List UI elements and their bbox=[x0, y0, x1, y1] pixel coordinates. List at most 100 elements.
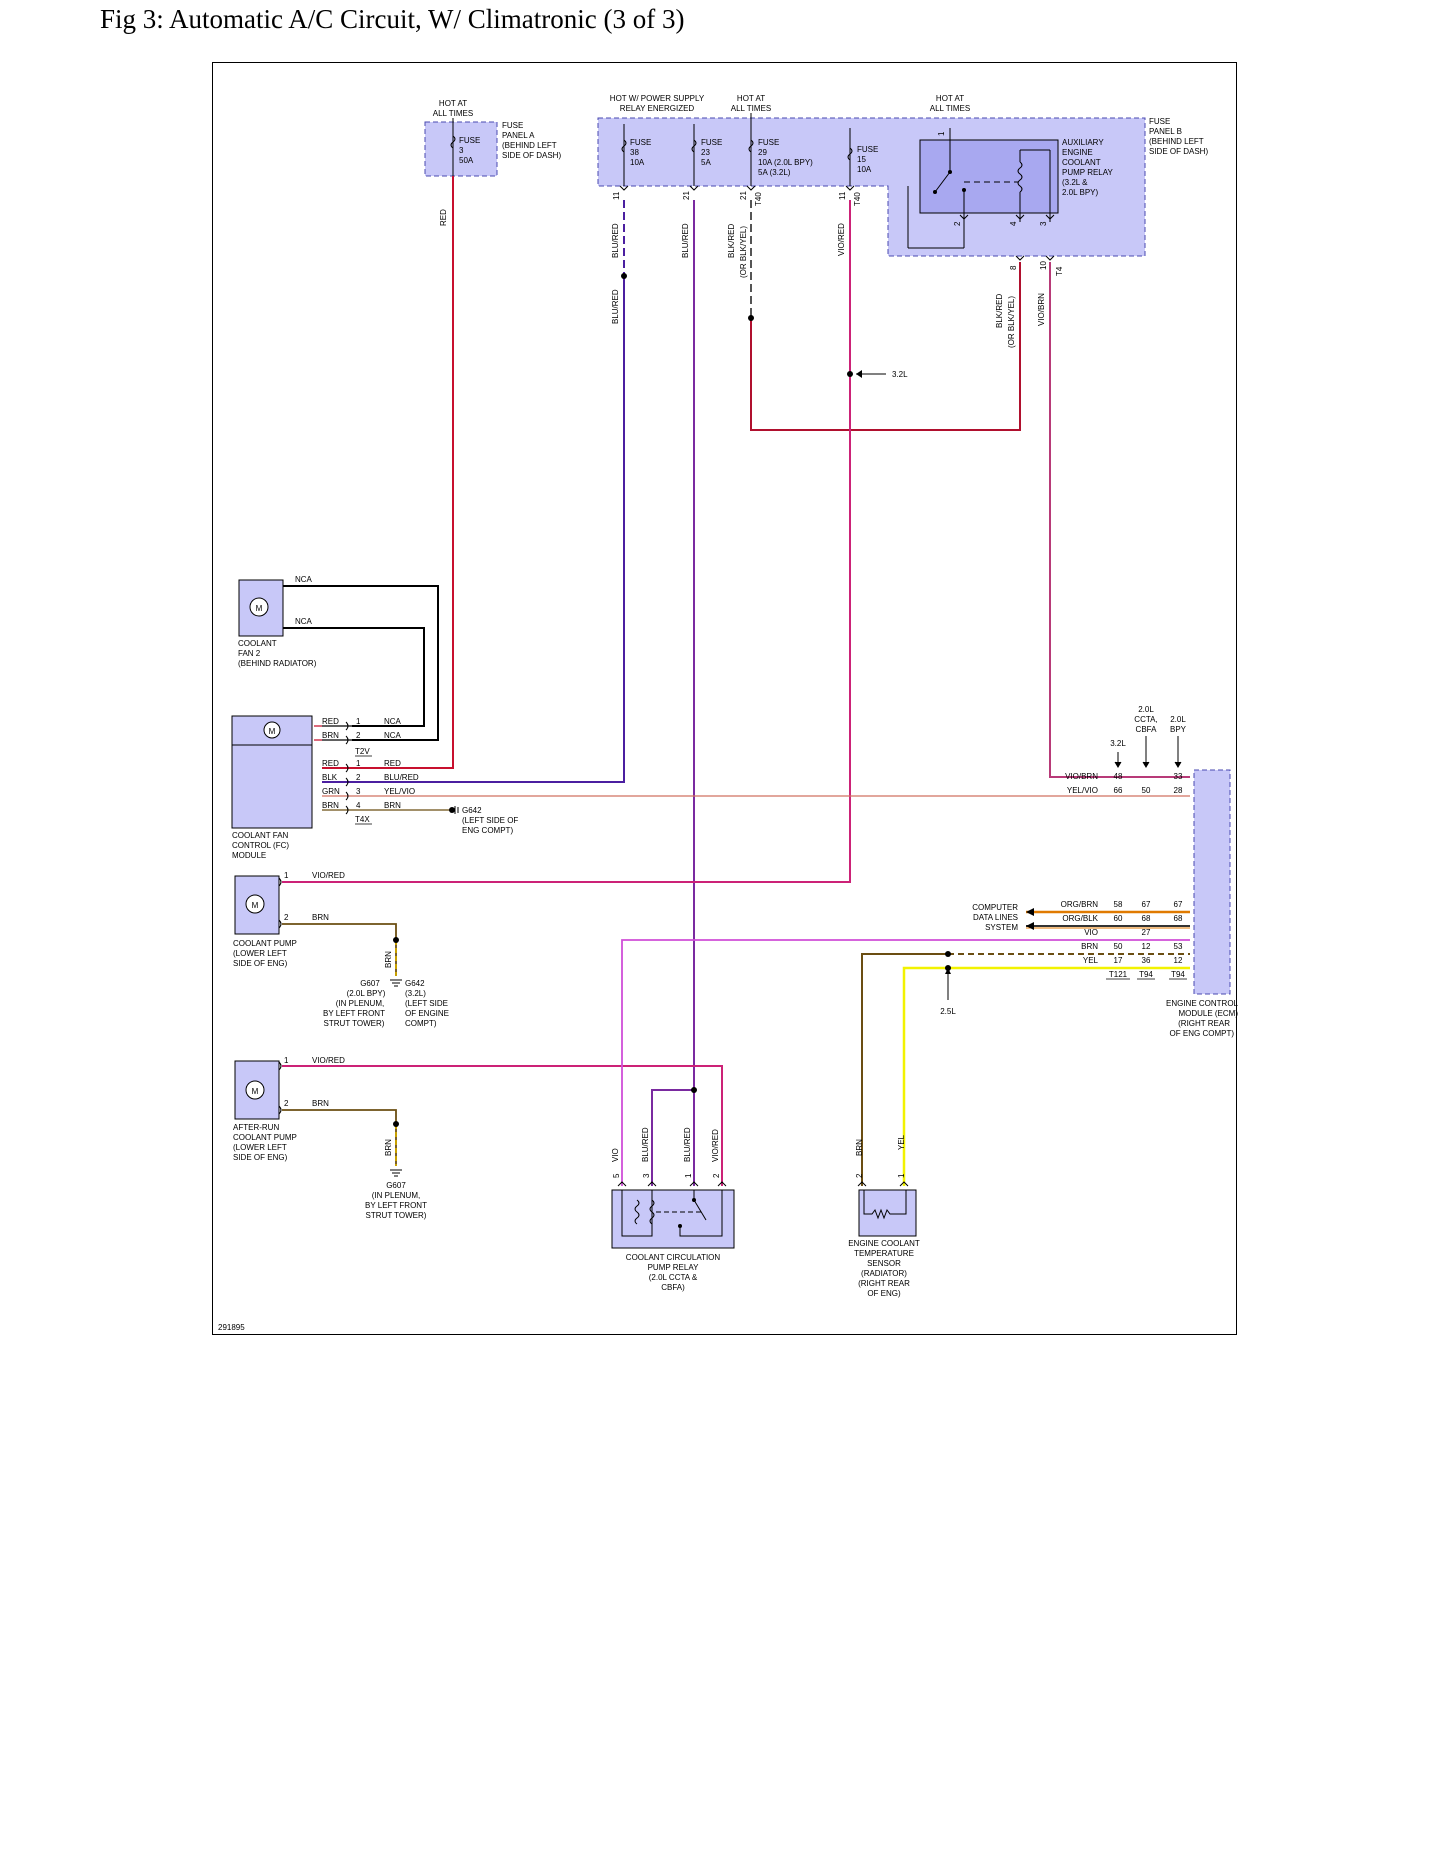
component-label-line: COOLANT PUMP bbox=[233, 1133, 297, 1142]
component-label-line: (LOWER LEFT bbox=[233, 949, 287, 958]
pin-number: 4 bbox=[356, 801, 361, 810]
wire-label: VIO/RED bbox=[837, 223, 846, 256]
ground-label-line: (IN PLENUM, bbox=[336, 999, 384, 1008]
pin-number: 4 bbox=[1009, 221, 1018, 226]
pin-number: 67 bbox=[1174, 900, 1183, 909]
pin-number: 17 bbox=[1114, 956, 1123, 965]
component-label-line: COOLANT FAN bbox=[232, 831, 289, 840]
svg-text:M: M bbox=[252, 901, 259, 910]
panel-label-line: PANEL A bbox=[502, 131, 535, 140]
data-lines-label: DATA LINES bbox=[973, 913, 1018, 922]
wire-label: BLU/RED bbox=[384, 773, 419, 782]
wire-color: BRN bbox=[322, 731, 339, 740]
fuse-label-line: 5A bbox=[701, 158, 711, 167]
wire-label: BLU/RED bbox=[611, 289, 620, 324]
fuse-label-line: 10A (2.0L BPY) bbox=[758, 158, 813, 167]
connector-id: T2V bbox=[355, 747, 370, 756]
wire-label: VIO/BRN bbox=[1037, 293, 1046, 326]
wire-label: VIO/BRN bbox=[1065, 772, 1098, 781]
wire-label: YEL/VIO bbox=[384, 787, 415, 796]
relay-label-line: 2.0L BPY) bbox=[1062, 188, 1099, 197]
pin-number: 5 bbox=[612, 1173, 621, 1178]
wire-color: RED bbox=[322, 717, 339, 726]
ground-label-line: (IN PLENUM, bbox=[372, 1191, 420, 1200]
ground-icon bbox=[390, 979, 402, 987]
hot-label-line: ALL TIMES bbox=[433, 109, 473, 118]
motor-icon bbox=[245, 894, 265, 914]
relay-label-line: COOLANT bbox=[1062, 158, 1101, 167]
relay-label-line: PUMP RELAY bbox=[1062, 168, 1113, 177]
fuse-label-line: 50A bbox=[459, 156, 474, 165]
wire-label: VIO/RED bbox=[312, 1056, 345, 1065]
pin-number: 1 bbox=[284, 1056, 289, 1065]
ground-label-line: G642 bbox=[405, 979, 425, 988]
after-run-coolant-pump: M 1 VIO/RED 2 BRN BRN AFTER-RUN COOLANT … bbox=[233, 1056, 427, 1220]
wire-red bbox=[322, 176, 454, 769]
component-label-line: (BEHIND RADIATOR) bbox=[238, 659, 317, 668]
wire-nca-2 bbox=[283, 627, 425, 727]
pin-number: 1 bbox=[356, 717, 361, 726]
wire-label: BRN bbox=[312, 913, 329, 922]
wire-label: BLU/RED bbox=[683, 1127, 692, 1162]
pin-number: 60 bbox=[1114, 914, 1123, 923]
fuse-label-line: 10A bbox=[857, 165, 872, 174]
coolant-fan-2: M NCA NCA COOLANT FAN 2 (BEHIND RADIATOR… bbox=[238, 575, 317, 668]
wire-label: BRN bbox=[384, 951, 393, 968]
ecm-header: 3.2L bbox=[1110, 739, 1126, 748]
pin-number: 1 bbox=[684, 1173, 693, 1178]
wire-blu-red-3 bbox=[651, 1089, 694, 1186]
connector-id: T40 bbox=[754, 192, 763, 206]
ground-icon bbox=[390, 1169, 402, 1177]
wire-label: YEL bbox=[1083, 956, 1099, 965]
wire-label: BRN bbox=[1081, 942, 1098, 951]
wire-label: YEL bbox=[897, 1134, 906, 1150]
pin-number: 3 bbox=[642, 1173, 651, 1178]
wire-yel bbox=[902, 966, 1190, 1186]
panel-label-line: SIDE OF DASH) bbox=[1149, 147, 1208, 156]
svg-text:M: M bbox=[252, 1087, 259, 1096]
wire-color: GRN bbox=[322, 787, 340, 796]
hot-label-line: HOT W/ POWER SUPPLY bbox=[610, 94, 705, 103]
wire-label: (OR BLK/YEL) bbox=[1007, 296, 1016, 348]
wire-brn-after bbox=[282, 1109, 397, 1166]
engine-control-module: 3.2L 2.0L CCTA, CBFA 2.0L BPY VIO/BRN 48… bbox=[940, 705, 1238, 1038]
ground-label-line: OF ENGINE bbox=[405, 1009, 449, 1018]
component-label-line: PUMP RELAY bbox=[648, 1263, 699, 1272]
connector-id: T4X bbox=[355, 815, 370, 824]
motor-icon bbox=[263, 721, 281, 739]
component-label-line: SENSOR bbox=[867, 1259, 901, 1268]
pin-number: 2 bbox=[712, 1173, 721, 1178]
wire-label: BLU/RED bbox=[681, 223, 690, 258]
pin-number: 3 bbox=[1039, 221, 1048, 226]
wire-label: BRN bbox=[384, 801, 401, 810]
ground-label-line: ENG COMPT) bbox=[462, 826, 513, 835]
fuse-label-line: FUSE bbox=[701, 138, 722, 147]
component-label-line: (2.0L CCTA & bbox=[649, 1273, 698, 1282]
ecm-header: CBFA bbox=[1136, 725, 1158, 734]
wire-label: VIO bbox=[611, 1148, 620, 1162]
fuse-label-line: FUSE bbox=[459, 136, 480, 145]
ecm-header: 2.0L bbox=[1170, 715, 1186, 724]
fuse-label-line: 38 bbox=[630, 148, 639, 157]
pin-number: 36 bbox=[1142, 956, 1151, 965]
ground-label-line: COMPT) bbox=[405, 1019, 437, 1028]
ecm-header: CCTA, bbox=[1134, 715, 1157, 724]
component-label-line: OF ENG) bbox=[867, 1289, 901, 1298]
wire-label: ORG/BLK bbox=[1062, 914, 1098, 923]
component-label-line: (RIGHT REAR bbox=[858, 1279, 910, 1288]
component-label-line: ENGINE COOLANT bbox=[848, 1239, 920, 1248]
hot-label-line: ALL TIMES bbox=[731, 104, 771, 113]
motor-icon bbox=[245, 1080, 265, 1100]
page-title: Fig 3: Automatic A/C Circuit, W/ Climatr… bbox=[100, 4, 685, 34]
pin-number: 11 bbox=[838, 191, 847, 200]
panel-label-line: FUSE bbox=[1149, 117, 1170, 126]
component-label-line: MODULE (ECM) bbox=[1178, 1009, 1238, 1018]
panel-label-line: PANEL B bbox=[1149, 127, 1182, 136]
wire-vio-red bbox=[282, 200, 851, 883]
fc-module: M RED BRN 1 2 NCA NCA T2V RED BLK GRN BR… bbox=[231, 715, 518, 860]
wire-label: BLU/RED bbox=[641, 1127, 650, 1162]
wire-vio-brn bbox=[1049, 262, 1190, 778]
wire-brn-pump bbox=[282, 923, 397, 976]
wire-label: (OR BLK/YEL) bbox=[739, 226, 748, 278]
pin-number: 66 bbox=[1114, 786, 1123, 795]
